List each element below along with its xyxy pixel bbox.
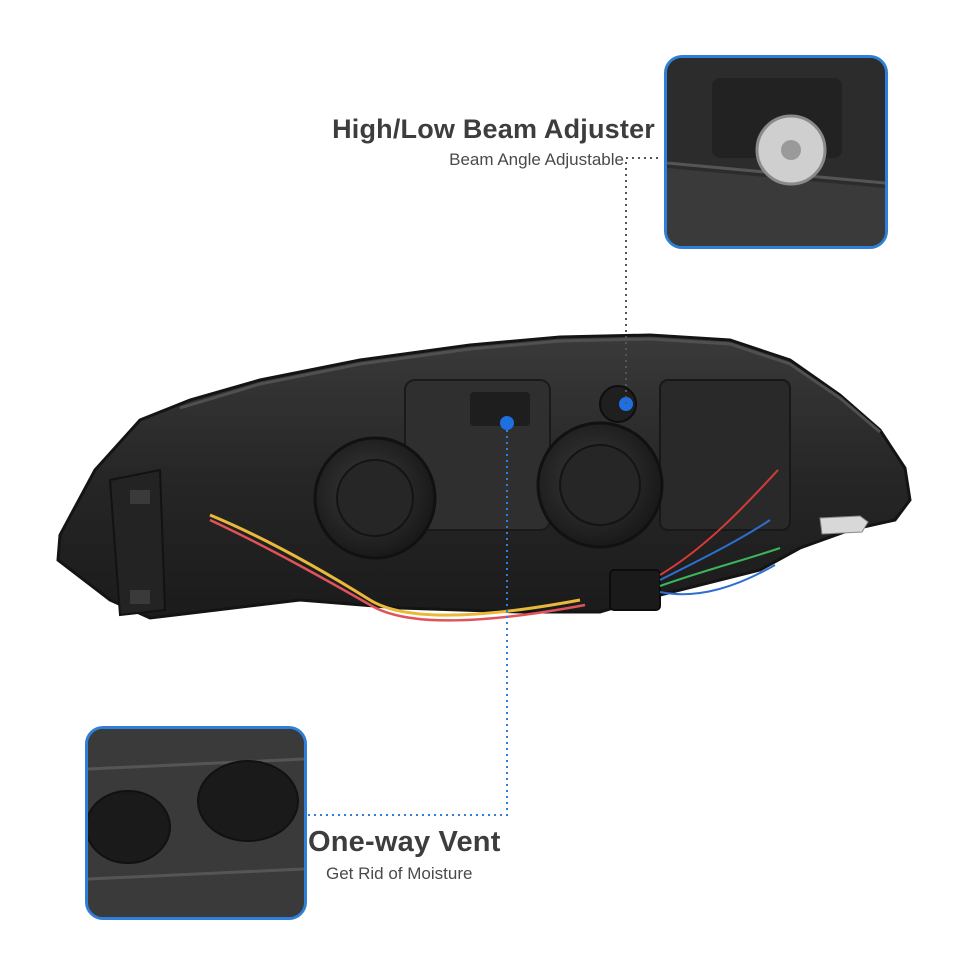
vent-subtitle: Get Rid of Moisture (326, 864, 473, 883)
vent-marker-dot (500, 416, 514, 430)
vent-title: One-way Vent (308, 826, 501, 858)
adjuster-leader-line (625, 157, 660, 404)
vent-closeup-inset (85, 726, 307, 920)
vent-leader-line (305, 430, 508, 816)
adjuster-closeup-inset (664, 55, 888, 249)
adjuster-subtitle: Beam Angle Adjustable (449, 150, 624, 169)
adjuster-closeup-image (667, 58, 885, 246)
adjuster-title: High/Low Beam Adjuster (332, 114, 655, 144)
vent-closeup-image (88, 729, 304, 917)
